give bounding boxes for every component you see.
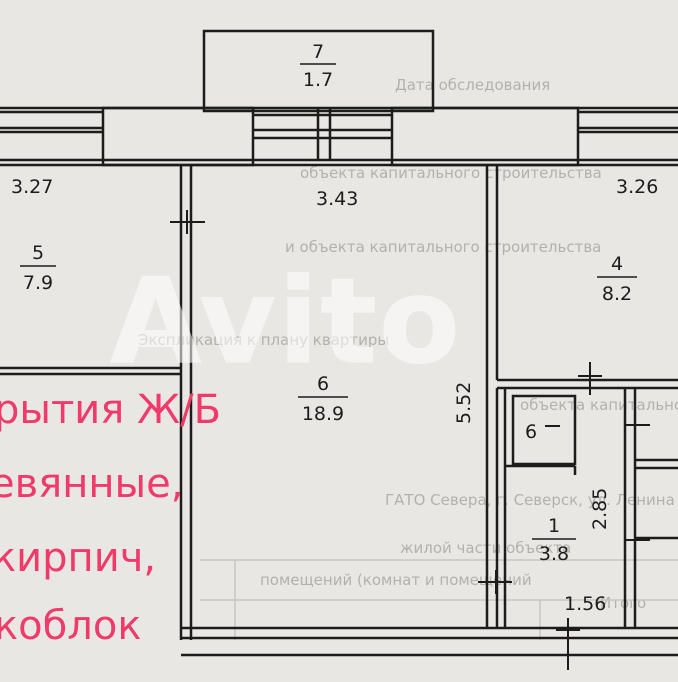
- room-1: 1 3.8: [532, 515, 576, 565]
- faint-document-text: Дата обследования объекта капитального с…: [138, 76, 678, 612]
- room-6: 6 18.9: [298, 373, 348, 425]
- room-area: 3.8: [539, 543, 569, 565]
- room-number: 5: [32, 242, 44, 264]
- faint-text-line: объекта капитального строительства: [520, 396, 678, 414]
- room-number: 1: [548, 515, 560, 537]
- faint-table-lines: [200, 559, 678, 640]
- faint-text-line: Экспликация к плану квартиры: [138, 331, 389, 349]
- overlay-text-line: евянные,: [0, 461, 184, 507]
- overlay-text-line: кирпич,: [0, 535, 157, 581]
- dimension-label: 1.56: [564, 593, 606, 615]
- faint-text-line: и объекта капитального строительства: [285, 238, 601, 256]
- door-marks: [170, 210, 650, 670]
- overlay-text-line: коблок: [0, 603, 142, 649]
- dimension-label: 2.85: [589, 488, 611, 530]
- room-area: 8.2: [602, 283, 632, 305]
- faint-text-line: Итого: [600, 594, 646, 612]
- room-number: 6: [317, 373, 329, 395]
- watermark: Avito: [110, 252, 462, 391]
- faint-text-line: Дата обследования: [395, 76, 550, 94]
- dimension-label: 3.43: [316, 188, 358, 210]
- dimension-label: 3.27: [11, 176, 53, 198]
- watermark-text: Avito: [110, 252, 462, 390]
- dimension-labels: 3.27 3.43 3.26 5.52 2.85 1.56: [11, 176, 658, 615]
- room-5: 5 7.9: [20, 242, 56, 294]
- dimension-label: 3.26: [616, 176, 658, 198]
- overlay-text-line: рытия Ж/Б: [0, 387, 222, 433]
- room-number: 7: [312, 41, 324, 63]
- room-7: 7 1.7: [300, 41, 336, 91]
- room-area: 7.9: [23, 272, 53, 294]
- room-area: 1.7: [303, 69, 333, 91]
- walls: [0, 29, 678, 657]
- faint-text-line: жилой части объекта: [400, 539, 571, 557]
- faint-text-line: помещений (комнат и помещений: [260, 571, 532, 589]
- faint-text-line: объекта капитального строительства: [300, 164, 602, 182]
- room-area: 18.9: [302, 403, 344, 425]
- dimension-label: 5.52: [453, 382, 475, 424]
- faint-text-line: ГАТО Севера, г. Северск, ул. Ленина: [385, 491, 675, 509]
- room-number: 4: [611, 253, 623, 275]
- room-4: 4 8.2: [597, 253, 637, 305]
- closet-label: 6: [525, 421, 537, 443]
